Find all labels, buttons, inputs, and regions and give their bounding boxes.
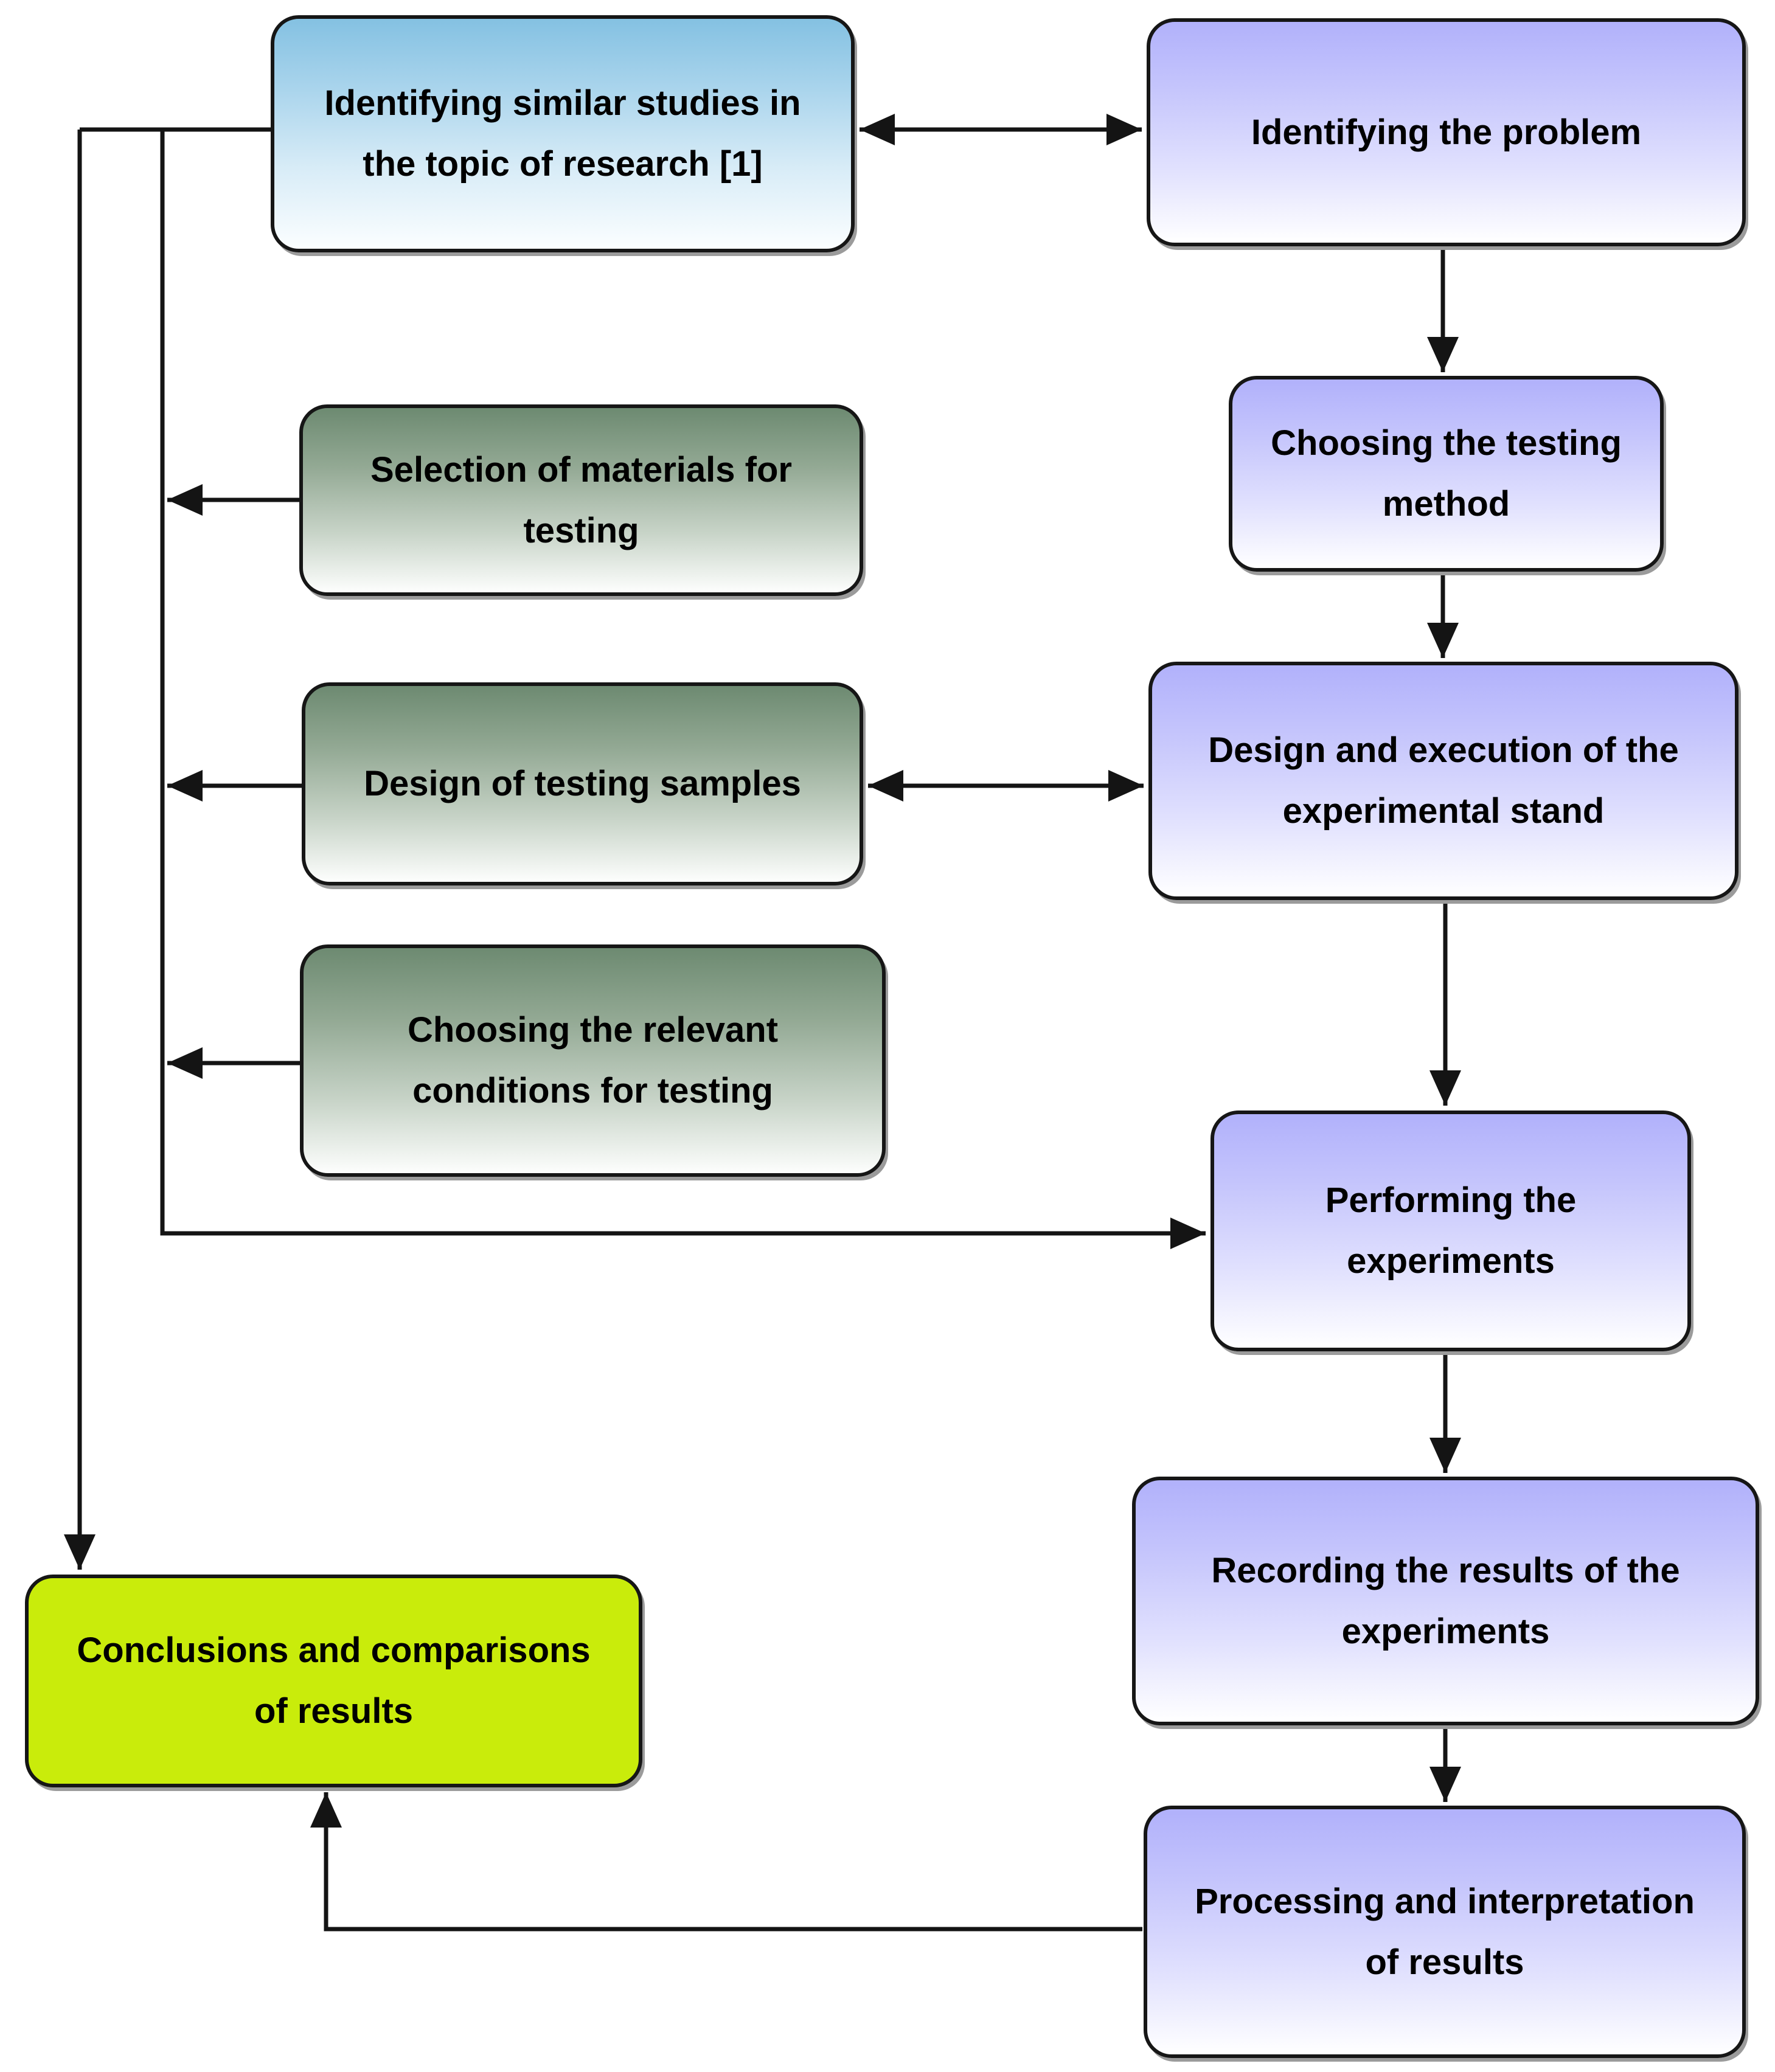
node-conclusions-and-comparisons: Conclusions and comparisons of results <box>25 1575 642 1787</box>
node-label: Design of testing samples <box>364 764 801 804</box>
node-design-execution-experimental-stand: Design and execution of the experimental… <box>1148 662 1739 900</box>
node-processing-and-interpretation: Processing and interpretation of results <box>1144 1806 1746 2058</box>
node-selection-of-materials: Selection of materials for testing <box>299 404 863 596</box>
node-label: Choosing the relevant conditions for tes… <box>407 1010 779 1110</box>
node-choosing-testing-method: Choosing the testing method <box>1229 376 1664 572</box>
node-label: Selection of materials for testing <box>370 449 792 550</box>
node-performing-the-experiments: Performing the experiments <box>1211 1110 1691 1351</box>
node-label: Recording the results of the experiments <box>1211 1550 1680 1651</box>
node-label: Design and execution of the experimental… <box>1208 730 1679 831</box>
node-label: Choosing the testing method <box>1271 423 1622 524</box>
node-label: Performing the experiments <box>1325 1180 1577 1281</box>
node-label: Identifying the problem <box>1251 112 1642 152</box>
node-choosing-relevant-conditions: Choosing the relevant conditions for tes… <box>300 944 886 1177</box>
node-recording-the-results: Recording the results of the experiments <box>1132 1477 1759 1725</box>
arrow-processing-to-conclusions <box>310 1792 1142 1932</box>
node-identifying-similar-studies: Identifying similar studies in the topic… <box>271 15 855 252</box>
node-label: Identifying similar studies in the topic… <box>324 83 801 184</box>
node-label: Processing and interpretation of results <box>1195 1881 1695 1982</box>
node-identifying-the-problem: Identifying the problem <box>1147 18 1746 246</box>
node-design-of-testing-samples: Design of testing samples <box>302 682 863 885</box>
node-label: Conclusions and comparisons of results <box>77 1630 591 1731</box>
